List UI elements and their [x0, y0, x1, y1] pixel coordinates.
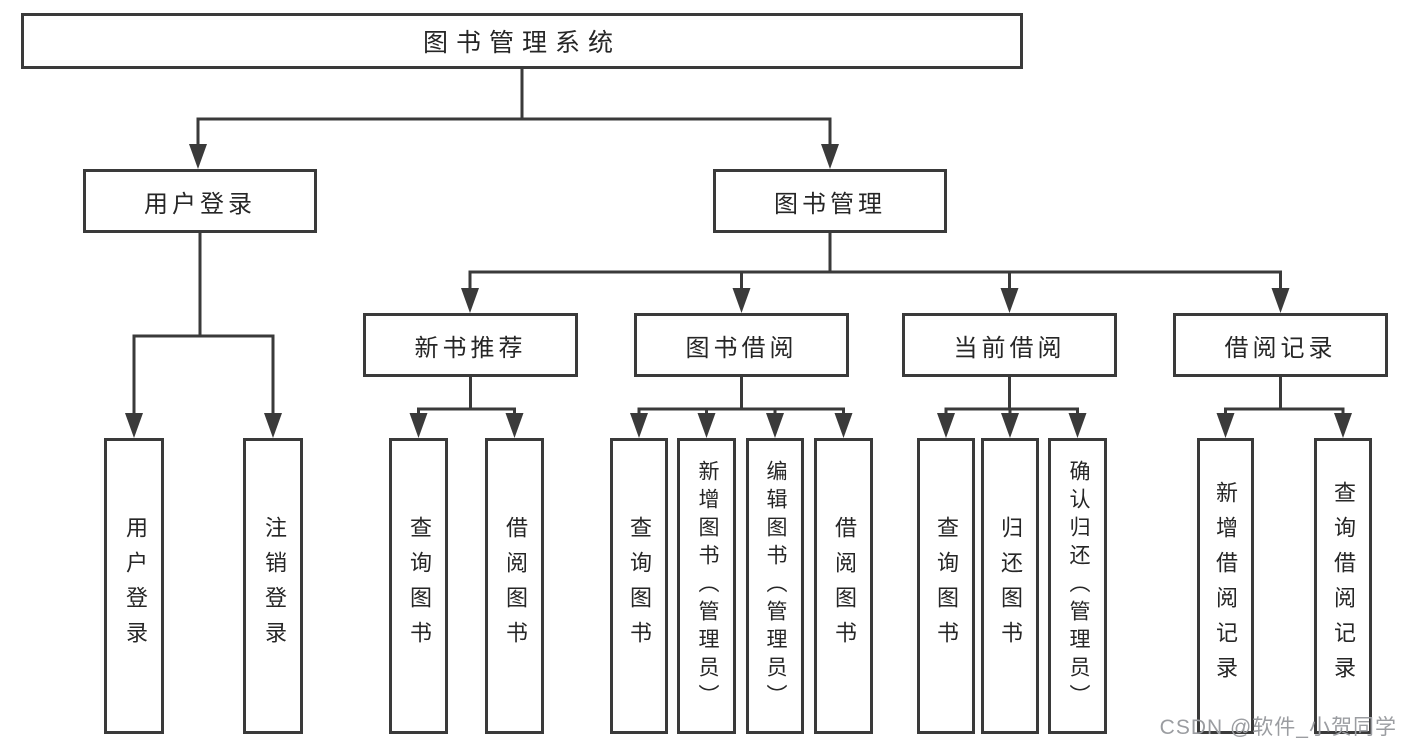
- node-current-borrowing: 当前借阅: [902, 313, 1117, 377]
- leaf-bb-edit-books-admin: 编辑图书（管理员）: [746, 438, 804, 734]
- leaf-user-login: 用户登录: [104, 438, 164, 734]
- leaf-bb-query-books: 查询图书: [610, 438, 668, 734]
- node-book-borrowing: 图书借阅: [634, 313, 849, 377]
- arrowhead-icons: [125, 144, 1352, 438]
- leaf-bb-add-books-admin: 新增图书（管理员）: [677, 438, 736, 734]
- leaf-bb-borrow-books: 借阅图书: [814, 438, 873, 734]
- csdn-watermark: CSDN @软件_小贺同学: [1159, 716, 1397, 739]
- node-borrowing-records: 借阅记录: [1173, 313, 1388, 377]
- leaf-cb-return-books: 归还图书: [981, 438, 1039, 734]
- leaf-br-add-record: 新增借阅记录: [1197, 438, 1254, 734]
- leaf-logout: 注销登录: [243, 438, 303, 734]
- leaf-rec-borrow-books: 借阅图书: [485, 438, 544, 734]
- leaf-cb-confirm-return-admin: 确认归还（管理员）: [1048, 438, 1107, 734]
- leaf-cb-query-books: 查询图书: [917, 438, 975, 734]
- node-library-management-system: 图书管理系统: [21, 13, 1023, 69]
- node-new-book-recommendation: 新书推荐: [363, 313, 578, 377]
- node-user-login-branch: 用户登录: [83, 169, 317, 233]
- node-book-management-branch: 图书管理: [713, 169, 947, 233]
- leaf-rec-query-books: 查询图书: [389, 438, 448, 734]
- leaf-br-query-record: 查询借阅记录: [1314, 438, 1372, 734]
